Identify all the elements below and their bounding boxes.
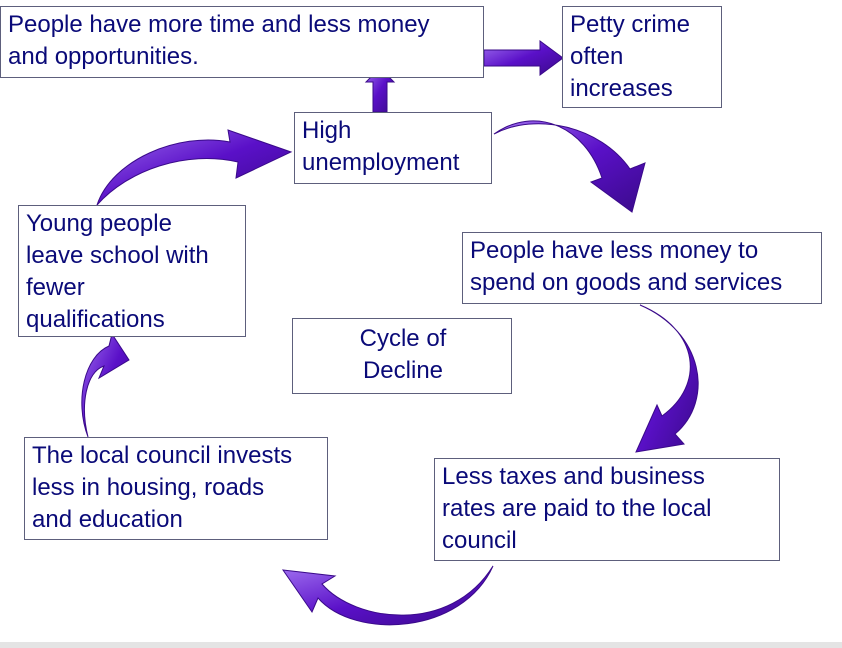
node-less-taxes-line: Less taxes and business — [442, 463, 705, 490]
node-council-invests: The local council invests less in housin… — [24, 437, 328, 540]
arrow-more-time-to-petty-crime — [483, 40, 564, 76]
center-label: Cycle of Decline — [292, 318, 512, 394]
center-label-line: Decline — [362, 357, 444, 384]
node-less-taxes: Less taxes and business rates are paid t… — [434, 458, 780, 561]
node-council-invests-line: The local council invests — [32, 442, 293, 469]
node-young-people-line: leave school with — [26, 242, 209, 269]
arrow-less-money-to-less-taxes — [635, 304, 699, 453]
node-council-invests-line: and education — [32, 506, 183, 533]
bottom-border — [0, 642, 842, 648]
node-less-taxes-line: rates are paid to the local — [442, 495, 712, 522]
node-more-time: People have more time and less money and… — [0, 6, 484, 78]
node-petty-crime-line: Petty crime — [570, 11, 691, 38]
node-less-money: People have less money to spend on goods… — [462, 232, 822, 304]
node-petty-crime: Petty crime often increases — [562, 6, 722, 108]
node-high-unemployment-line: unemployment — [302, 149, 460, 176]
node-young-people: Young people leave school with fewer qua… — [18, 205, 246, 337]
arrow-less-taxes-to-council — [281, 565, 494, 626]
node-petty-crime-line: often — [570, 43, 624, 70]
node-more-time-line: People have more time and less money — [8, 11, 430, 38]
node-less-money-line: spend on goods and services — [470, 269, 783, 296]
node-council-invests-line: less in housing, roads — [32, 474, 265, 501]
arrow-council-to-young-people — [81, 332, 130, 438]
arrow-unemployment-to-less-money — [493, 120, 646, 213]
node-less-money-line: People have less money to — [470, 237, 759, 264]
node-young-people-line: fewer — [26, 274, 85, 301]
node-young-people-line: Young people — [26, 210, 172, 237]
node-less-taxes-line: council — [442, 527, 517, 554]
node-young-people-line: qualifications — [26, 306, 165, 333]
node-high-unemployment-line: High — [302, 117, 352, 144]
node-high-unemployment: High unemployment — [294, 112, 492, 184]
arrow-young-people-to-unemployment — [96, 129, 293, 206]
node-more-time-line: and opportunities. — [8, 43, 199, 70]
center-label-line: Cycle of — [359, 325, 447, 352]
node-petty-crime-line: increases — [570, 75, 673, 102]
